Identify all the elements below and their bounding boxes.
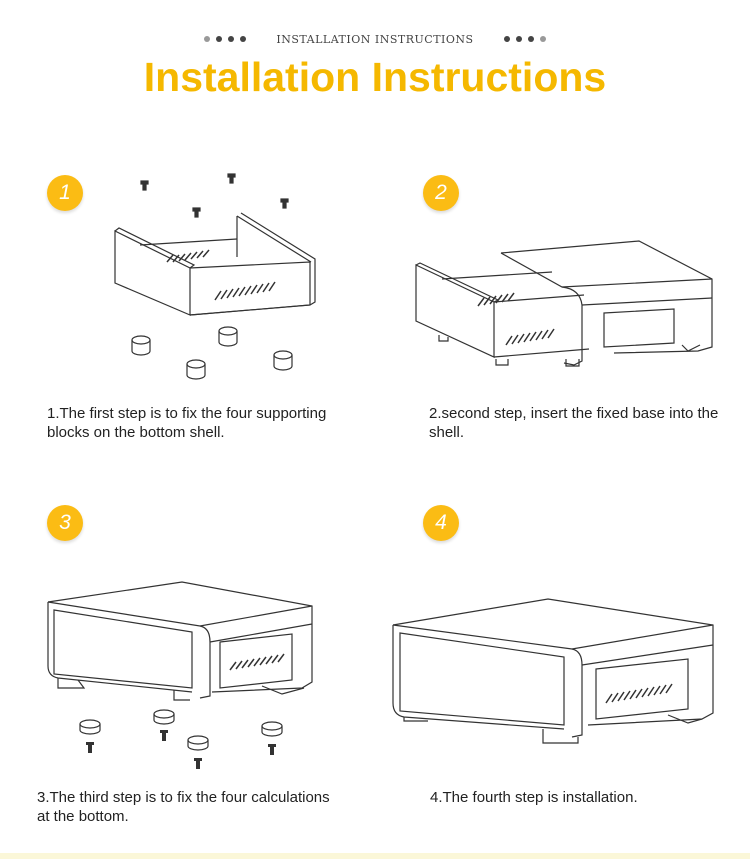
right-dots-decoration bbox=[504, 36, 546, 42]
bottom-divider bbox=[0, 853, 750, 859]
left-dots-decoration bbox=[204, 36, 246, 42]
step-4-caption: 4.The fourth step is installation. bbox=[430, 788, 735, 807]
page-title: Installation Instructions bbox=[0, 52, 750, 102]
step-4-badge: 4 bbox=[423, 505, 459, 541]
header-subtitle-row: INSTALLATION INSTRUCTIONS bbox=[0, 30, 750, 48]
step-4-illustration bbox=[388, 595, 723, 750]
header-subtitle: INSTALLATION INSTRUCTIONS bbox=[276, 33, 473, 46]
step-1-caption: 1.The first step is to fix the four supp… bbox=[47, 404, 347, 442]
step-2-badge: 2 bbox=[423, 175, 459, 211]
step-3-badge: 3 bbox=[47, 505, 83, 541]
step-1-illustration bbox=[105, 165, 335, 380]
step-1-badge: 1 bbox=[47, 175, 83, 211]
step-2-caption: 2.second step, insert the fixed base int… bbox=[429, 404, 734, 442]
step-2-illustration bbox=[414, 235, 734, 370]
step-3-illustration bbox=[42, 580, 327, 770]
step-3-caption: 3.The third step is to fix the four calc… bbox=[37, 788, 337, 826]
